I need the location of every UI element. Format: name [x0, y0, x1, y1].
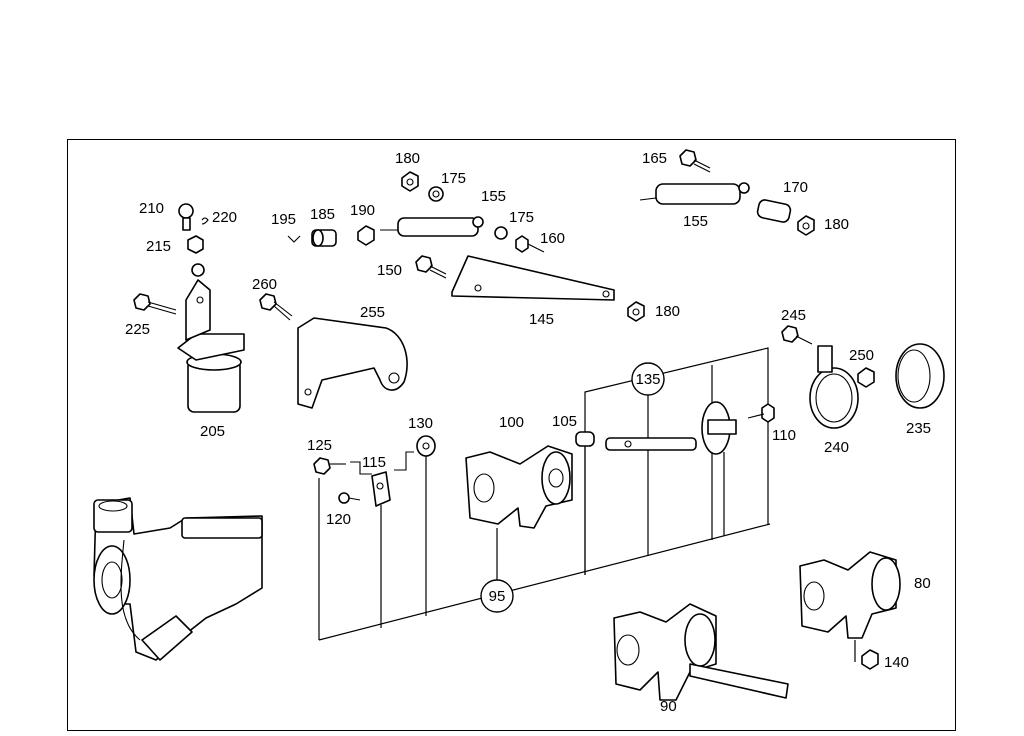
label-255: 255	[360, 304, 385, 321]
label-leaders	[350, 451, 414, 475]
label-220: 220	[212, 209, 237, 226]
label-175b: 175	[509, 209, 534, 226]
label-80: 80	[914, 575, 931, 592]
part-145-bracket	[451, 255, 615, 301]
part-180-nut-right	[797, 215, 815, 236]
label-175a: 175	[441, 170, 466, 187]
label-160: 160	[540, 230, 565, 247]
part-155-rod-right	[639, 182, 750, 205]
label-165: 165	[642, 150, 667, 167]
label-260: 260	[252, 276, 277, 293]
label-90: 90	[660, 698, 677, 715]
part-125-bolt	[313, 457, 346, 475]
part-245-bolt	[781, 325, 813, 345]
label-120: 120	[326, 511, 351, 528]
part-185-bushing	[311, 229, 337, 247]
part-210-eye	[178, 203, 194, 231]
part-175-washer-top	[428, 186, 444, 202]
part-140-nut	[861, 649, 879, 670]
label-180b: 180	[655, 303, 680, 320]
part-165-bolt	[679, 149, 711, 173]
part-170-sleeve	[756, 199, 792, 223]
label-115: 115	[362, 454, 386, 471]
label-180a: 180	[395, 150, 420, 167]
label-100: 100	[499, 414, 524, 431]
part-195-pin	[287, 235, 301, 243]
label-225: 225	[125, 321, 150, 338]
part-80-housing	[799, 551, 901, 639]
label-180c: 180	[824, 216, 849, 233]
label-170: 170	[783, 179, 808, 196]
label-110: 110	[772, 427, 796, 444]
part-255-bracket	[297, 317, 408, 409]
part-205-filter-bracket	[177, 263, 245, 413]
label-130: 130	[408, 415, 433, 432]
label-245: 245	[781, 307, 806, 324]
part-150-bolt	[415, 255, 447, 279]
part-220-clip	[201, 217, 209, 225]
part-155-rod-left	[380, 216, 484, 237]
part-135-shaft	[605, 437, 697, 451]
part-130-washer	[416, 435, 436, 457]
label-235: 235	[906, 420, 931, 437]
part-235-ring	[895, 343, 945, 409]
part-250-nut	[857, 367, 875, 388]
part-215-nut	[187, 235, 204, 254]
part-110-bolt	[747, 403, 775, 423]
part-180-nut-top	[401, 171, 419, 192]
label-190: 190	[350, 202, 375, 219]
callout-95: 95	[480, 579, 514, 613]
label-215: 215	[146, 238, 171, 255]
label-95: 95	[489, 588, 506, 605]
part-100-housing	[465, 445, 573, 529]
label-195: 195	[271, 211, 296, 228]
part-160-bolt	[515, 235, 545, 253]
part-260-bolt	[259, 293, 293, 321]
callout-135: 135	[631, 362, 665, 396]
part-225-bolt	[133, 293, 177, 315]
label-210: 210	[139, 200, 164, 217]
part-180-nut-mid	[627, 301, 645, 322]
label-140: 140	[884, 654, 909, 671]
part-labels: 180 175 155 175 160 150 145 180 165 155 …	[125, 150, 931, 715]
label-145: 145	[529, 311, 554, 328]
label-185: 185	[310, 206, 335, 223]
reference-lines	[318, 347, 856, 662]
label-135: 135	[635, 371, 660, 388]
part-240-clamp	[809, 345, 859, 429]
part-120-screw	[338, 492, 361, 504]
part-115-lever	[371, 471, 391, 507]
part-90-housing	[613, 603, 789, 701]
label-250: 250	[849, 347, 874, 364]
label-105: 105	[552, 413, 577, 430]
part-105-bushing	[575, 431, 595, 447]
turbocharger	[93, 497, 263, 661]
diagram-frame	[67, 139, 956, 731]
part-190-nut	[357, 225, 375, 246]
label-155b: 155	[683, 213, 708, 230]
label-240: 240	[824, 439, 849, 456]
label-155a: 155	[481, 188, 506, 205]
part-valve-flap	[701, 401, 737, 455]
label-150: 150	[377, 262, 402, 279]
label-205: 205	[200, 423, 225, 440]
label-125: 125	[307, 437, 332, 454]
part-175-washer-mid	[494, 226, 508, 240]
